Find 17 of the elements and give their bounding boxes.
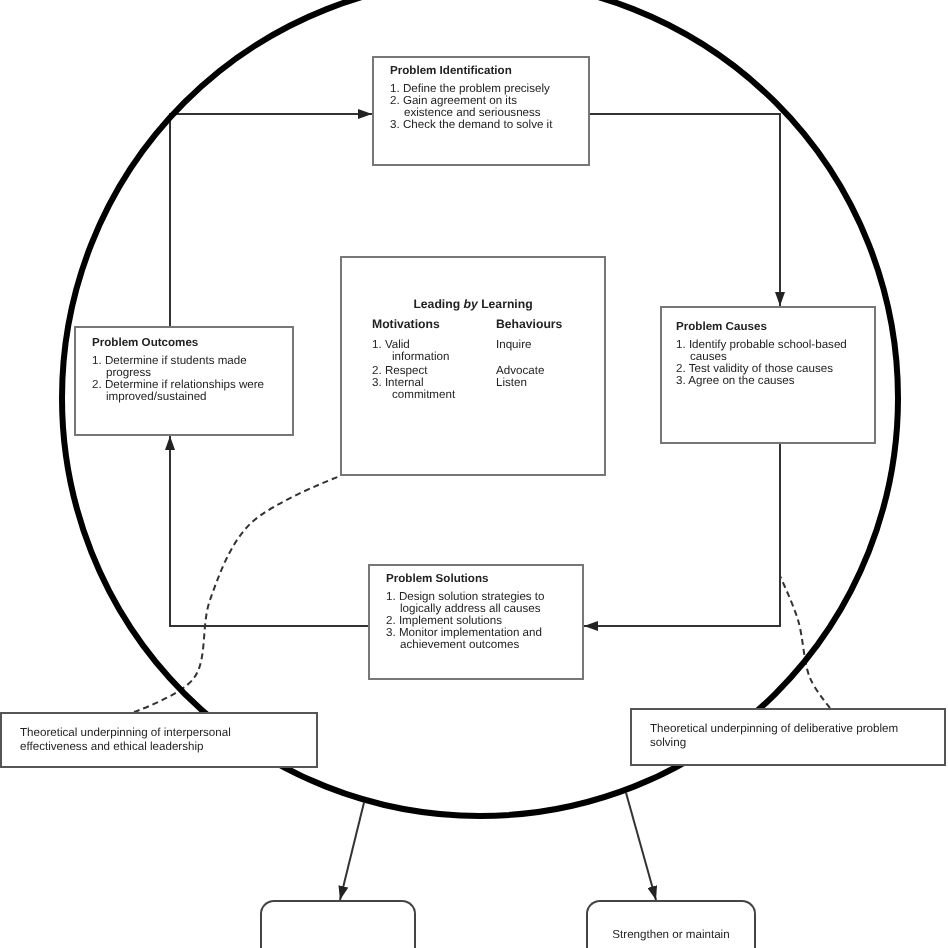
process-box: [372, 56, 590, 166]
arrow: [165, 435, 369, 627]
dashed-leader-line: [779, 575, 831, 709]
process-box: [368, 564, 584, 680]
arrow: [625, 791, 658, 901]
arrow: [583, 443, 781, 631]
arrow: [589, 113, 785, 307]
dashed-leader-line: [133, 475, 341, 713]
process-box: [660, 306, 876, 444]
outcome-box: [260, 900, 416, 948]
process-box: [74, 326, 294, 436]
arrow: [338, 801, 365, 901]
model-box: [340, 256, 606, 476]
note-box: [0, 712, 318, 768]
outcome-box: [586, 900, 756, 948]
arrow: [169, 109, 373, 327]
note-box: [630, 708, 946, 766]
